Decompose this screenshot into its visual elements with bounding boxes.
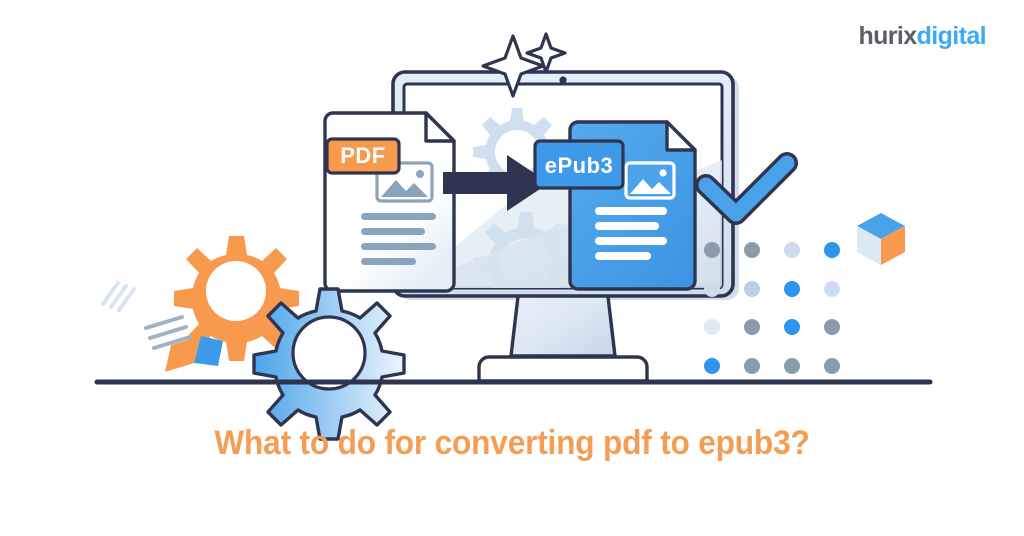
motion-lines [101,281,192,350]
sparkle-small-icon [525,32,567,74]
pdf-badge: PDF [325,137,401,175]
page-headline: What to do for converting pdf to epub3? [214,424,810,462]
epub3-badge: ePub3 [533,139,625,190]
sparkle-large-icon [481,34,545,98]
webcam-dot [559,76,567,84]
picture-icon [624,161,676,200]
sparkle-stars [481,32,567,98]
decorative-dot-grid [704,242,840,374]
logo-text-secondary: digital [916,22,987,50]
target-document-epub3: ePub3 [533,120,697,291]
brand-logo[interactable]: hurixdigital [858,24,986,49]
folded-shard [165,336,223,372]
logo-text-primary: hurix [858,22,917,50]
document-text-lines [361,213,436,265]
document-text-lines [595,207,667,260]
conversion-arrow [443,155,549,211]
isometric-cube [857,213,905,265]
svg-text:PDF: PDF [340,143,386,168]
gear-blue [252,287,406,441]
source-document-pdf: PDF [323,111,456,293]
svg-text:ePub3: ePub3 [545,153,614,178]
success-checkmark [695,152,798,225]
gear-orange [174,236,299,361]
